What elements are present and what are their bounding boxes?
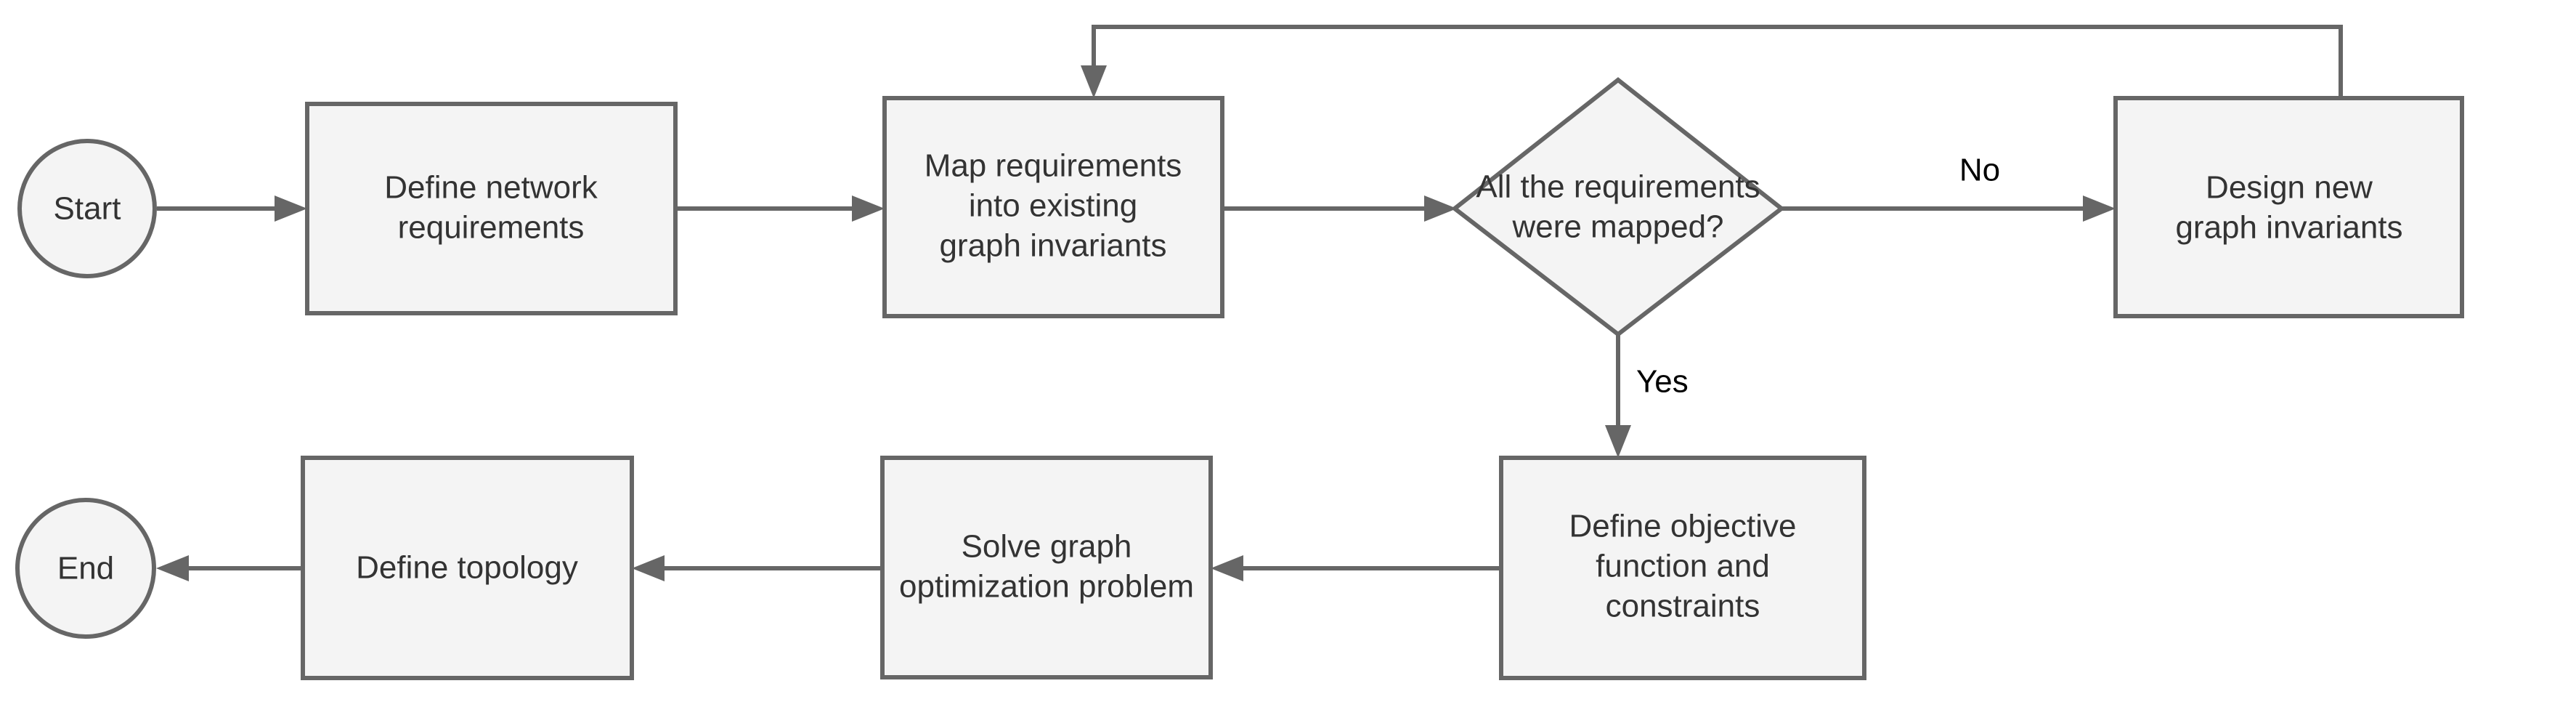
define-objective-label-line2: function and: [1596, 549, 1770, 584]
edge-label-yes: Yes: [1636, 364, 1689, 400]
define-requirements-label-line2: requirements: [398, 210, 585, 246]
edge-design-invariants-to-map-requirements-feedback: [1081, 25, 2343, 98]
map-requirements-label-line3: graph invariants: [939, 228, 1166, 264]
start-circle-shape: [17, 139, 157, 278]
node-decision-all-requirements-mapped[interactable]: All the requirements were mapped?: [1451, 77, 1785, 337]
node-solve-graph-optimization-problem[interactable]: Solve graph optimization problem: [880, 456, 1213, 679]
node-define-objective-function[interactable]: Define objective function and constraint…: [1499, 456, 1866, 680]
define-requirements-box-shape: [305, 102, 678, 315]
solve-optimization-label-line1: Solve graph: [962, 529, 1132, 565]
design-invariants-label-line1: Design new: [2206, 170, 2373, 206]
start-label: Start: [54, 191, 121, 227]
edge-solve-optimization-to-define-topology: [632, 555, 882, 581]
define-objective-label-line1: Define objective: [1569, 509, 1796, 544]
edge-define-topology-to-end: [156, 555, 303, 581]
edge-define-requirements-to-map-requirements: [675, 195, 885, 222]
design-invariants-box-shape: [2113, 96, 2464, 318]
map-requirements-label-line2: into existing: [969, 188, 1137, 224]
node-start[interactable]: Start: [17, 139, 157, 278]
solve-optimization-box-shape: [880, 456, 1213, 679]
edge-decision-to-design-invariants: No: [1781, 153, 2116, 222]
define-objective-label-line3: constraints: [1606, 589, 1760, 624]
decision-label-line2: were mapped?: [1511, 209, 1723, 245]
define-requirements-label-line1: Define network: [384, 170, 598, 206]
node-define-topology[interactable]: Define topology: [301, 456, 634, 680]
define-topology-label: Define topology: [356, 550, 578, 586]
end-circle-shape: [15, 498, 156, 639]
decision-diamond-shape: [1451, 77, 1785, 337]
edge-map-requirements-to-decision: [1222, 195, 1457, 222]
map-requirements-box-shape: [882, 96, 1224, 318]
map-requirements-label-line1: Map requirements: [925, 148, 1182, 184]
node-design-new-graph-invariants[interactable]: Design new graph invariants: [2113, 96, 2464, 318]
solve-optimization-label-line2: optimization problem: [899, 569, 1194, 605]
define-objective-box-shape: [1499, 456, 1866, 680]
edge-start-to-define-requirements: [157, 195, 307, 222]
node-map-requirements[interactable]: Map requirements into existing graph inv…: [882, 96, 1224, 318]
edge-decision-to-define-objective: Yes: [1605, 334, 1689, 458]
edge-label-no: No: [1959, 153, 2000, 188]
node-end[interactable]: End: [15, 498, 156, 639]
decision-label-line1: All the requirements: [1476, 169, 1760, 205]
edge-define-objective-to-solve-optimization: [1211, 555, 1501, 581]
design-invariants-label-line2: graph invariants: [2175, 210, 2402, 246]
node-define-network-requirements[interactable]: Define network requirements: [305, 102, 678, 315]
define-topology-box-shape: [301, 456, 634, 680]
end-label: End: [57, 551, 114, 586]
